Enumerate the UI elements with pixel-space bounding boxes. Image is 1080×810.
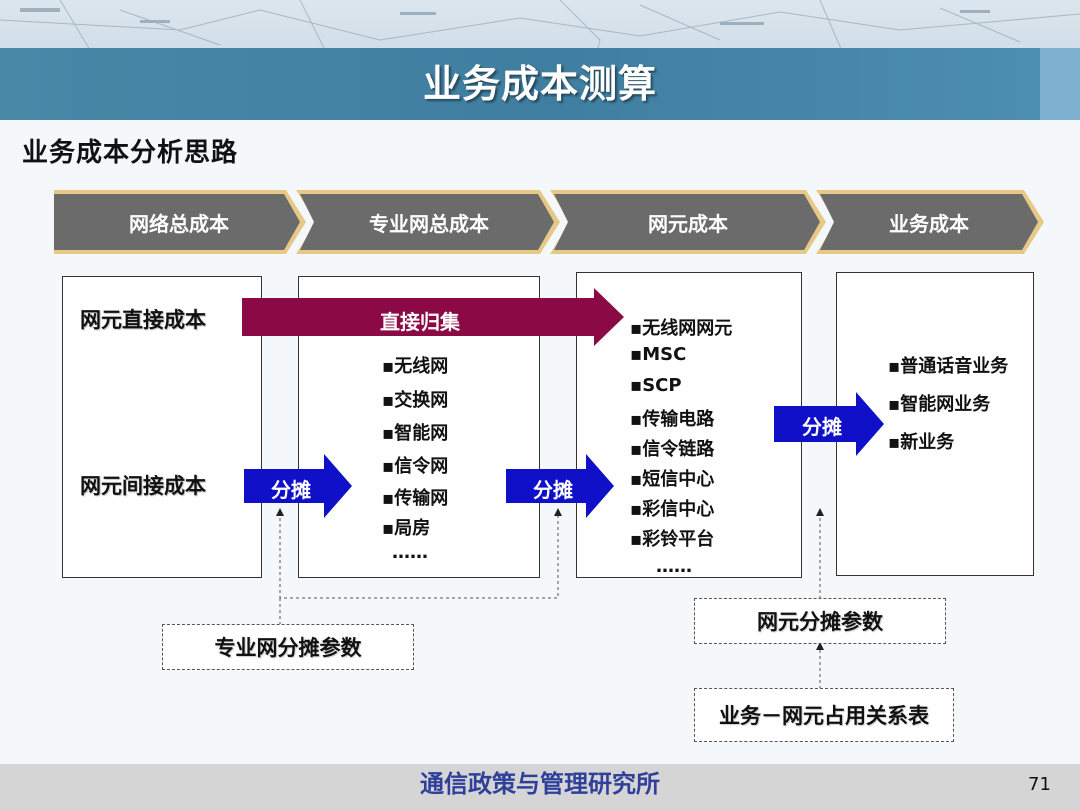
professional-allocation-params-box: 专业网分摊参数 bbox=[162, 624, 414, 670]
allocate-label-3: 分摊 bbox=[802, 415, 842, 439]
network-element-item: ▪信令链路 bbox=[630, 439, 715, 460]
network-element-item: ▪SCP bbox=[630, 375, 682, 396]
direct-collect-label: 直接归集 bbox=[380, 310, 460, 334]
professional-network-more: …… bbox=[392, 542, 428, 563]
connector-arrowhead-3 bbox=[816, 508, 824, 516]
title-band-accent bbox=[1040, 48, 1080, 120]
page-number: 71 bbox=[1028, 774, 1051, 795]
allocate-label-2: 分摊 bbox=[533, 478, 573, 502]
professional-network-item: ▪信令网 bbox=[382, 456, 449, 477]
professional-network-item: ▪无线网 bbox=[382, 356, 449, 377]
network-element-item: ▪无线网网元 bbox=[630, 318, 733, 339]
service-item: ▪新业务 bbox=[888, 432, 955, 453]
service-element-relation-box: 业务－网元占用关系表 bbox=[694, 688, 954, 742]
network-element-item: ▪短信中心 bbox=[630, 469, 715, 490]
element-allocation-params-box: 网元分摊参数 bbox=[694, 598, 946, 644]
stage-label-4: 业务成本 bbox=[889, 212, 969, 236]
footer-bar bbox=[0, 764, 1080, 810]
section-subtitle: 业务成本分析思路 bbox=[22, 138, 239, 168]
service-item: ▪智能网业务 bbox=[888, 394, 991, 415]
title-band bbox=[0, 48, 1080, 120]
professional-network-item: ▪交换网 bbox=[382, 390, 449, 411]
network-total-cost-box bbox=[62, 276, 262, 578]
professional-network-item: ▪局房 bbox=[382, 518, 431, 539]
connector-arrowhead-2 bbox=[554, 508, 562, 516]
network-element-item: ▪MSC bbox=[630, 344, 687, 365]
stage-label-2: 专业网总成本 bbox=[369, 212, 489, 236]
network-element-item: ▪传输电路 bbox=[630, 409, 715, 430]
network-element-more: …… bbox=[656, 556, 692, 577]
direct-cost-label: 网元直接成本 bbox=[80, 308, 206, 332]
stage-label-1: 网络总成本 bbox=[129, 212, 229, 236]
page-title: 业务成本测算 bbox=[422, 62, 657, 106]
stage-label-3: 网元成本 bbox=[648, 212, 728, 236]
header-banner bbox=[0, 0, 1080, 120]
indirect-cost-label: 网元间接成本 bbox=[80, 474, 206, 498]
network-element-item: ▪彩铃平台 bbox=[630, 529, 715, 550]
professional-network-item: ▪智能网 bbox=[382, 423, 449, 444]
footer-organization: 通信政策与管理研究所 bbox=[420, 770, 660, 798]
connector-arrowhead-1 bbox=[276, 508, 284, 516]
allocate-label-1: 分摊 bbox=[271, 478, 311, 502]
service-item: ▪普通话音业务 bbox=[888, 356, 1009, 377]
professional-network-item: ▪传输网 bbox=[382, 488, 449, 509]
network-element-item: ▪彩信中心 bbox=[630, 499, 715, 520]
